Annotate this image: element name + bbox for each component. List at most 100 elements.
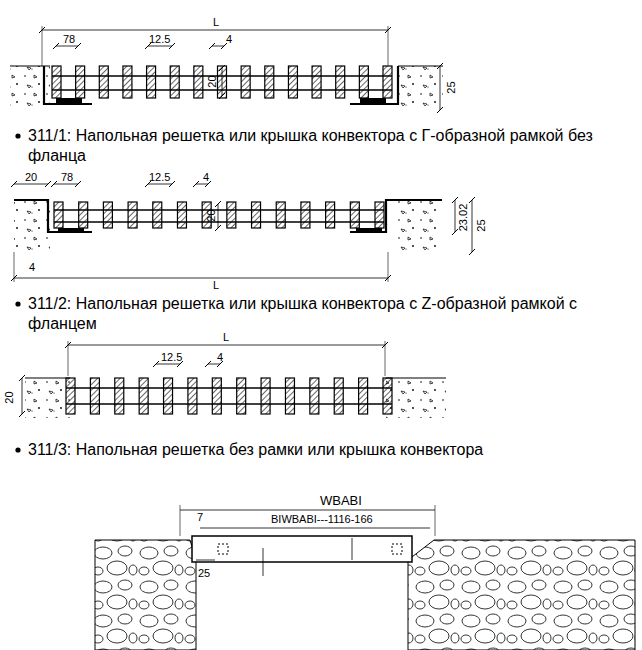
drawing-line [219,65,225,71]
grate-bar [227,202,236,228]
grate-bar [261,378,270,414]
dimension-label: 78 [62,34,76,45]
dimension-label: WBABI [320,494,362,507]
drawing-line [42,26,43,66]
dimension-label: 4 [216,352,224,363]
drawing-line [212,46,224,47]
dimension-label: 20 [206,208,217,222]
dimension-label: 78 [60,172,74,183]
bullet [15,301,20,306]
pad [356,228,382,233]
drawing-line [222,68,223,96]
drawing-line [193,181,199,187]
grate-bar [212,378,221,414]
grate-bar [334,378,343,414]
drawing-line [14,252,15,282]
dimension-label: 12.5 [160,352,183,363]
frame [44,66,92,104]
dimension-label: 4 [225,34,233,45]
drawing-line [352,538,353,560]
drawing-line [14,278,388,279]
drawing-line [75,43,81,49]
drawing-line [219,93,225,99]
grate-bar [194,66,203,98]
grate-bar [103,202,112,228]
drawing-line [19,375,25,381]
grate-bar [265,66,274,98]
grate-bar [237,378,246,414]
drawing-line [437,63,443,69]
anchor [218,544,228,554]
drawing-line [196,560,215,561]
drawing-line [437,107,443,113]
dimension-label: 20 [207,74,218,88]
drawing-line [75,181,81,187]
dimension-label: 12.5 [148,34,171,45]
dimension-label: 23.02 [458,203,469,233]
drawing-line [440,66,441,110]
drawing-line [388,26,389,66]
grate-bar [383,378,392,414]
anchor [392,544,402,554]
caption: 311/2: Напольная решетка или крышка конв… [28,294,628,334]
drawing-line [469,197,475,203]
dimension-label: 25 [197,568,211,579]
drawing-line [148,46,172,47]
grate-bar [241,66,250,98]
drawing-line [388,252,389,282]
grate-bar [52,66,61,98]
frame [350,66,398,104]
grate-bar [139,378,148,414]
grate [192,536,412,562]
concrete [398,66,443,110]
drawing-line [153,361,159,367]
drawing-line [25,378,70,379]
frame [350,200,442,232]
drawing-line [398,66,443,67]
drawing-line [472,200,473,252]
grate-bar [188,378,197,414]
grate-bar [383,66,392,98]
drawing-line [218,204,219,228]
grate-bar [285,378,294,414]
drawing-line [42,30,388,31]
grate-bar [288,66,297,98]
concrete [25,378,70,418]
grate-bar [177,202,186,228]
drawing-line [386,378,446,379]
dimension-label: 25 [476,218,487,232]
concrete [14,200,50,252]
dimension-label: 20 [4,390,15,404]
grate-bar [252,202,261,228]
drawing-line [215,225,221,231]
dimension-label: 4 [202,172,210,183]
drawing-line [56,46,78,47]
drawing-line [385,341,386,376]
drawing-line [51,181,57,187]
dimension-label: L [222,332,230,343]
drawing-line [215,201,221,207]
caption: 311/1: Напольная решетка или крышка конв… [28,126,628,166]
frame [14,200,92,232]
drawing-line [68,345,385,346]
drawing-line [435,505,436,536]
grate-bar [276,202,285,228]
dimension-label: L [212,17,220,28]
grate-bar [359,66,368,98]
bullet [15,447,20,452]
pad [360,98,386,103]
pad [58,228,84,233]
grate-bar [79,202,88,228]
drawing-line [19,411,25,417]
drawing-line [208,364,220,365]
grate-bar [54,202,63,228]
dimension-label: BIWBABI---1116-166 [270,514,374,525]
grate-bar [147,66,156,98]
grate-bar [90,378,99,414]
grate-bar [375,202,384,228]
concrete [386,378,446,418]
drawing-line [452,197,458,203]
grate-bar [153,202,162,228]
drawing-line [209,43,215,49]
concrete [95,540,196,650]
